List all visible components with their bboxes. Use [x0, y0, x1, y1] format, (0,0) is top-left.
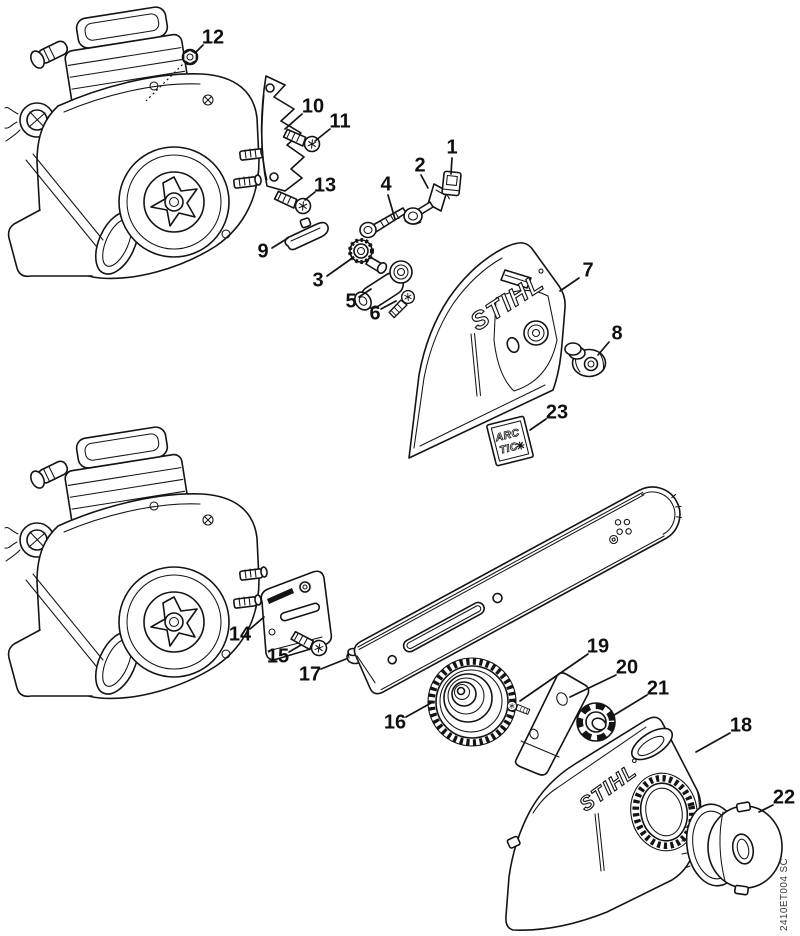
callout-16: 16 [383, 711, 407, 734]
callout-23: 23 [545, 401, 569, 424]
arctic-label-line2: TIC [498, 440, 519, 456]
callout-22: 22 [772, 786, 796, 809]
part-2-tensioner-slide [403, 183, 448, 225]
callout-11: 11 [329, 110, 351, 133]
footer-code: 2410ET004 SC [779, 857, 790, 931]
callout-19: 19 [586, 635, 610, 658]
callout-12: 12 [201, 26, 225, 49]
callout-1: 1 [446, 136, 458, 159]
part-21-tensioner-knob [576, 702, 616, 742]
part-4-tension-screw [359, 207, 407, 239]
part-16-ring-sprocket [427, 657, 517, 747]
part-12-nut [181, 48, 199, 66]
callout-14: 14 [228, 623, 252, 646]
part-20-cover-plate [514, 672, 590, 776]
callout-4: 4 [380, 173, 392, 196]
part-8-bar-nut [564, 342, 607, 378]
part-10-bumper-spike [260, 75, 305, 192]
part-7-chain-sprocket-cover: STIHL [408, 242, 566, 459]
part-3-worm-gear [348, 238, 388, 274]
callout-13: 13 [313, 174, 337, 197]
engine-powerhead-top [4, 3, 269, 282]
snowflake-icon [516, 441, 525, 450]
part-14-guide-plate [260, 570, 333, 661]
part-1-clip [441, 170, 462, 200]
leader-lines [145, 44, 774, 813]
part-22-cover-cap [681, 801, 783, 896]
callout-5: 5 [345, 290, 357, 313]
guide-bar [353, 486, 682, 695]
part-9-chain-catcher [284, 217, 329, 251]
callout-9: 9 [257, 240, 269, 263]
callout-21: 21 [646, 677, 670, 700]
part-18-chain-sprocket-cover-quick-tensioner: STIHL [505, 716, 702, 931]
callout-18: 18 [729, 714, 753, 737]
callout-10: 10 [301, 95, 325, 118]
callout-2: 2 [414, 154, 426, 177]
callout-20: 20 [615, 656, 639, 679]
part-13-screw [272, 190, 313, 216]
callout-3: 3 [312, 269, 324, 292]
callout-15: 15 [266, 645, 290, 668]
callout-6: 6 [369, 302, 381, 325]
callout-8: 8 [611, 322, 623, 345]
callout-17: 17 [298, 663, 322, 686]
callout-7: 7 [582, 259, 594, 282]
part-23-arctic-label: ARC TIC [486, 415, 534, 467]
engine-powerhead-bottom [4, 423, 269, 702]
